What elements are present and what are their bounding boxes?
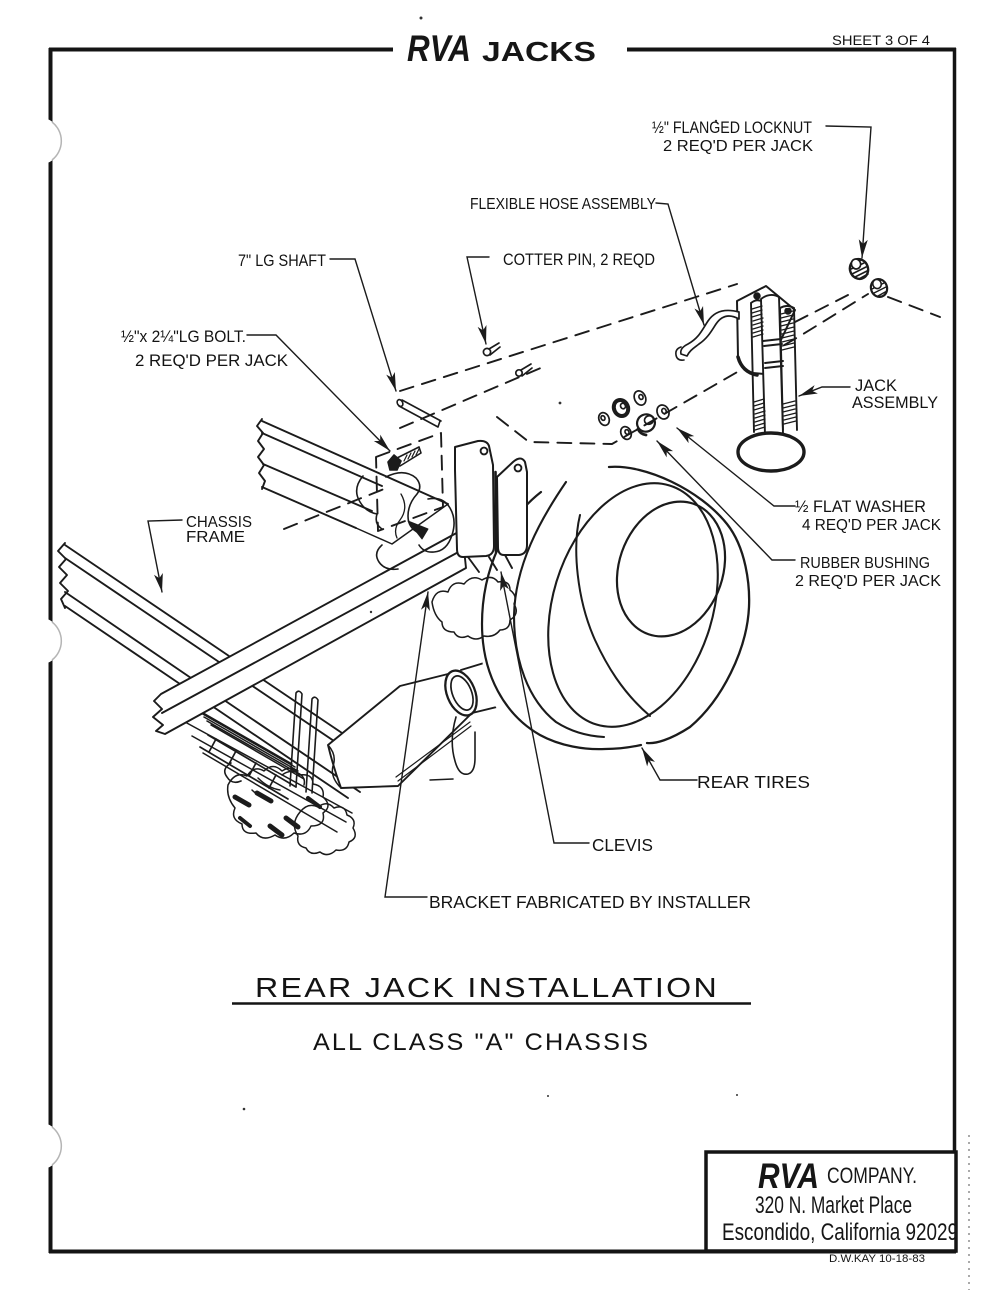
svg-text:ALL CLASS "A" CHASSIS: ALL CLASS "A" CHASSIS — [313, 1029, 650, 1056]
svg-text:REAR TIRES: REAR TIRES — [697, 772, 810, 792]
svg-text:½ FLAT WASHER: ½ FLAT WASHER — [795, 498, 926, 516]
svg-text:320 N. Market Place: 320 N. Market Place — [755, 1192, 912, 1219]
svg-text:½" FLANGED LOCKNUT: ½" FLANGED LOCKNUT — [652, 119, 812, 137]
svg-text:JACKS: JACKS — [482, 36, 596, 67]
svg-text:RUBBER BUSHING: RUBBER BUSHING — [800, 555, 930, 572]
svg-text:COMPANY.: COMPANY. — [827, 1163, 917, 1188]
svg-text:FRAME: FRAME — [186, 529, 245, 546]
svg-text:7" LG SHAFT: 7" LG SHAFT — [238, 252, 326, 270]
svg-text:½"x 2¼"LG BOLT.: ½"x 2¼"LG BOLT. — [121, 328, 246, 346]
svg-text:D.W.KAY 10-18-83: D.W.KAY 10-18-83 — [829, 1253, 925, 1265]
svg-text:BRACKET FABRICATED BY INSTALLE: BRACKET FABRICATED BY INSTALLER — [429, 892, 751, 912]
svg-text:CHASSIS: CHASSIS — [186, 514, 252, 531]
svg-text:RVA: RVA — [758, 1157, 819, 1196]
svg-text:4 REQ'D PER JACK: 4 REQ'D PER JACK — [802, 517, 941, 534]
svg-text:CLEVIS: CLEVIS — [592, 835, 653, 855]
svg-text:2 REQ'D PER JACK: 2 REQ'D PER JACK — [663, 138, 813, 155]
svg-text:FLEXIBLE HOSE ASSEMBLY: FLEXIBLE HOSE ASSEMBLY — [470, 196, 656, 213]
svg-text:SHEET 3 OF 4: SHEET 3 OF 4 — [832, 33, 931, 48]
svg-text:COTTER PIN, 2 REQD: COTTER PIN, 2 REQD — [503, 251, 655, 269]
svg-text:Escondido, California 92029: Escondido, California 92029 — [722, 1219, 958, 1246]
svg-text:RVA: RVA — [407, 28, 471, 69]
svg-text:JACK: JACK — [855, 377, 897, 395]
svg-text:2 REQ'D PER JACK: 2 REQ'D PER JACK — [135, 352, 288, 370]
svg-text:2 REQ'D PER JACK: 2 REQ'D PER JACK — [795, 573, 941, 590]
svg-text:ASSEMBLY: ASSEMBLY — [852, 394, 938, 412]
svg-text:REAR JACK INSTALLATION: REAR JACK INSTALLATION — [255, 972, 719, 1003]
